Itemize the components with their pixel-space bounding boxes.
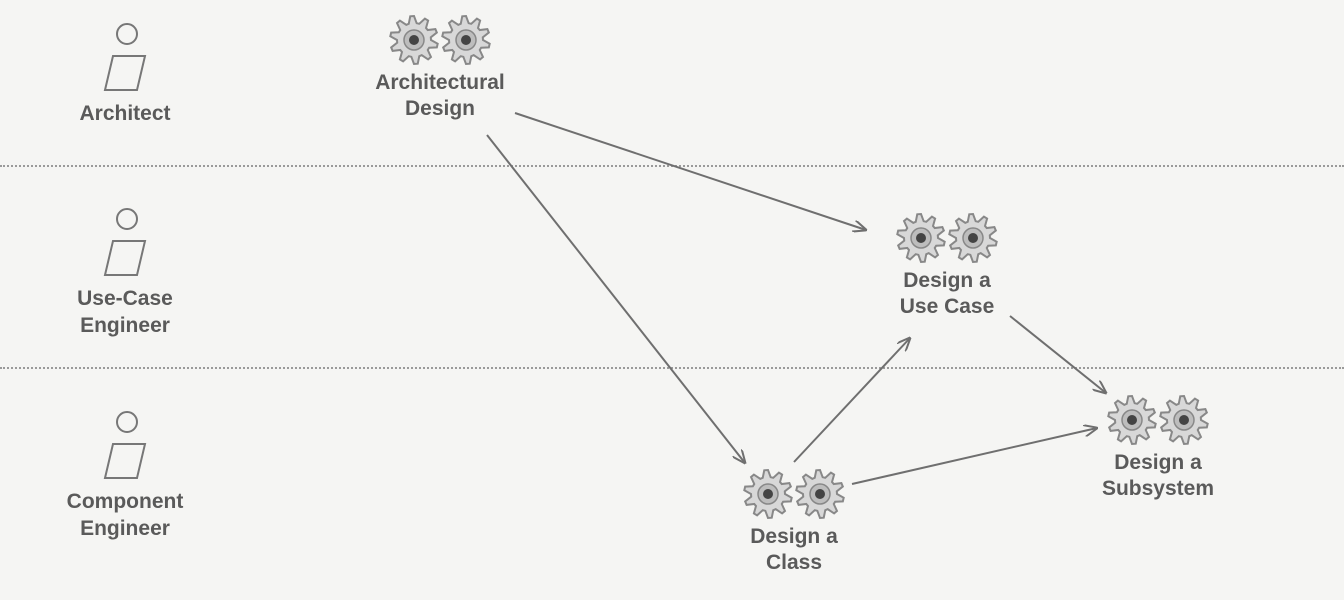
activity-label-line1: Design a (750, 525, 838, 548)
worker-icon (103, 23, 147, 91)
activity-design-use-case: Design a Use Case (837, 212, 1057, 320)
role-label: Component Engineer (15, 488, 235, 542)
worker-icon (103, 208, 147, 276)
role-label: Use-Case Engineer (15, 285, 235, 339)
gears-icon (896, 212, 998, 264)
role-component-engineer: Component Engineer (15, 410, 235, 542)
role-label-line1: Component (66, 490, 184, 513)
activity-label: Design a Subsystem (1048, 450, 1268, 502)
activity-label-line2: Design (404, 97, 475, 120)
arrow-class-to-use-case (793, 338, 910, 463)
gears-icon (389, 14, 491, 66)
activity-label: Architectural Design (330, 70, 550, 122)
role-label-line2: Engineer (80, 517, 170, 540)
activity-design-subsystem: Design a Subsystem (1048, 394, 1268, 502)
activity-label-line2: Use Case (899, 295, 995, 318)
activity-label-line1: Design a (903, 269, 991, 292)
arrow-use-case-to-subsystem (1009, 315, 1106, 393)
role-architect: Architect (15, 22, 235, 127)
swimlane-divider-1 (0, 165, 1344, 167)
activity-label-line2: Subsystem (1101, 477, 1215, 500)
arrow-architectural-to-use-case (514, 112, 866, 230)
activity-label: Design a Use Case (837, 268, 1057, 320)
role-use-case-engineer: Use-Case Engineer (15, 207, 235, 339)
swimlane-divider-2 (0, 367, 1344, 369)
role-label: Architect (79, 102, 171, 125)
activity-label: Design a Class (684, 524, 904, 576)
role-label-line1: Use-Case (77, 287, 173, 310)
gears-icon (1107, 394, 1209, 446)
activity-label-line2: Class (765, 551, 823, 574)
gears-icon (743, 468, 845, 520)
activity-design-class: Design a Class (684, 468, 904, 576)
activity-label-line1: Architectural (375, 71, 505, 94)
worker-icon (103, 411, 147, 479)
arrow-architectural-to-class (486, 134, 745, 463)
role-label-line2: Engineer (80, 314, 170, 337)
activity-label-line1: Design a (1114, 451, 1202, 474)
activity-architectural-design: Architectural Design (330, 14, 550, 122)
